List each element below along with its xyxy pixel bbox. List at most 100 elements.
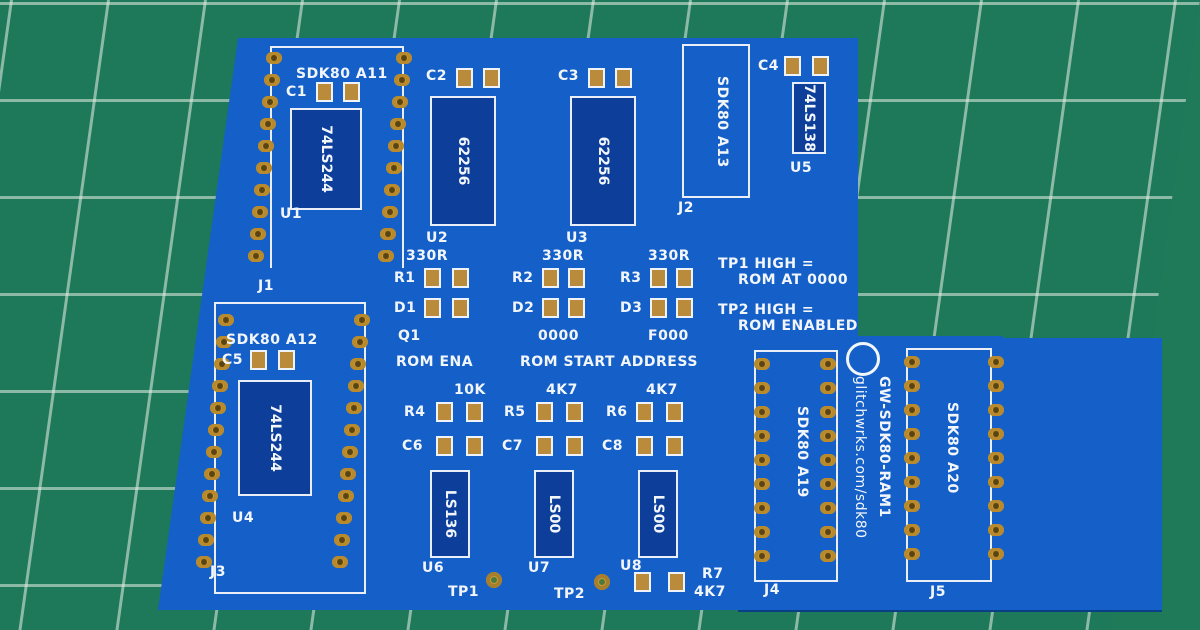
u5-ref: U5 xyxy=(790,160,813,176)
r4-pad xyxy=(436,402,453,422)
c6-pad xyxy=(436,436,453,456)
c1-pad xyxy=(343,82,360,102)
board-url: glitchwrks.com/sdk80 xyxy=(852,376,868,539)
r3-value: 330R xyxy=(648,248,691,264)
q1-ref: Q1 xyxy=(398,328,421,344)
u6-chip: LS136 xyxy=(430,470,470,558)
r7-value: 4K7 xyxy=(694,584,726,600)
c3-pad xyxy=(588,68,605,88)
c4-pad xyxy=(812,56,829,76)
c4-pad xyxy=(784,56,801,76)
tp1-ref: TP1 xyxy=(448,584,480,600)
r4-value: 10K xyxy=(454,382,486,398)
d2-pad xyxy=(568,298,585,318)
r7-pad xyxy=(634,572,651,592)
pcb-right-extension xyxy=(738,338,1162,610)
j4-label: SDK80 A19 xyxy=(794,406,810,498)
d1-pad xyxy=(452,298,469,318)
header-j4-outline xyxy=(754,350,838,582)
r2-pad xyxy=(542,268,559,288)
c2-ref: C2 xyxy=(426,68,448,84)
c8-pad xyxy=(636,436,653,456)
r4-ref: R4 xyxy=(404,404,426,420)
u1-chip: 74LS244 xyxy=(290,108,362,210)
c8-ref: C8 xyxy=(602,438,624,454)
tp1-note-line1: TP1 HIGH = xyxy=(718,256,815,272)
c7-pad xyxy=(536,436,553,456)
d3-pad xyxy=(650,298,667,318)
u1-ref: U1 xyxy=(280,206,303,222)
j5-label: SDK80 A20 xyxy=(944,402,960,494)
label-0000: 0000 xyxy=(538,328,579,344)
c7-ref: C7 xyxy=(502,438,524,454)
c4-ref: C4 xyxy=(758,58,780,74)
u2-chip: 62256 xyxy=(430,96,496,226)
c5-pad xyxy=(278,350,295,370)
c5-ref: C5 xyxy=(222,352,244,368)
tp2-note-line1: TP2 HIGH = xyxy=(718,302,815,318)
c3-pad xyxy=(615,68,632,88)
r1-pad xyxy=(452,268,469,288)
r5-value: 4K7 xyxy=(546,382,578,398)
c6-ref: C6 xyxy=(402,438,424,454)
j2-label: SDK80 A13 xyxy=(714,76,730,168)
u3-chip: 62256 xyxy=(570,96,636,226)
r3-ref: R3 xyxy=(620,270,642,286)
u8-ref: U8 xyxy=(620,558,643,574)
c8-pad xyxy=(666,436,683,456)
header-j5-outline xyxy=(906,348,992,582)
j1-ref: J1 xyxy=(258,278,274,294)
tp2-note-line2: ROM ENABLED xyxy=(738,318,858,334)
r6-value: 4K7 xyxy=(646,382,678,398)
r6-ref: R6 xyxy=(606,404,628,420)
header-j2-outline xyxy=(682,44,750,198)
r5-pad xyxy=(566,402,583,422)
r2-ref: R2 xyxy=(512,270,534,286)
c3-ref: C3 xyxy=(558,68,580,84)
label-rom-ena: ROM ENA xyxy=(396,354,474,370)
d3-ref: D3 xyxy=(620,300,643,316)
r5-ref: R5 xyxy=(504,404,526,420)
r6-pad xyxy=(666,402,683,422)
label-rom-start-address: ROM START ADDRESS xyxy=(520,354,698,370)
tp1-note-line2: ROM AT 0000 xyxy=(738,272,849,288)
pcb-board: SDK80 A11 J1 C1 74LS244 U1 C2 62256 U2 C… xyxy=(158,38,1162,610)
r2-pad xyxy=(568,268,585,288)
c7-pad xyxy=(566,436,583,456)
d3-pad xyxy=(676,298,693,318)
c1-pad xyxy=(316,82,333,102)
u4-chip: 74LS244 xyxy=(238,380,312,496)
d1-ref: D1 xyxy=(394,300,417,316)
board-name: GW-SDK80-RAM1 xyxy=(876,376,892,518)
u3-ref: U3 xyxy=(566,230,589,246)
u7-ref: U7 xyxy=(528,560,551,576)
d2-ref: D2 xyxy=(512,300,535,316)
label-f000: F000 xyxy=(648,328,689,344)
d1-pad xyxy=(424,298,441,318)
header-j1-outline xyxy=(270,46,404,268)
j1-label: SDK80 A11 xyxy=(296,66,388,82)
c5-pad xyxy=(250,350,267,370)
j2-ref: J2 xyxy=(678,200,694,216)
r7-ref: R7 xyxy=(702,566,724,582)
j5-ref: J5 xyxy=(930,584,946,600)
glitchworks-logo-icon xyxy=(846,342,880,376)
r1-value: 330R xyxy=(406,248,449,264)
tp1-pad xyxy=(486,572,502,588)
j3-label: SDK80 A12 xyxy=(226,332,318,348)
j3-ref: J3 xyxy=(210,564,226,580)
u8-chip: LS00 xyxy=(638,470,678,558)
c2-pad xyxy=(483,68,500,88)
c1-ref: C1 xyxy=(286,84,308,100)
r3-pad xyxy=(650,268,667,288)
r7-pad xyxy=(668,572,685,592)
tp2-ref: TP2 xyxy=(554,586,586,602)
d2-pad xyxy=(542,298,559,318)
u6-ref: U6 xyxy=(422,560,445,576)
u7-chip: LS00 xyxy=(534,470,574,558)
u5-chip: 74LS138 xyxy=(792,82,826,154)
c6-pad xyxy=(466,436,483,456)
r6-pad xyxy=(636,402,653,422)
r5-pad xyxy=(536,402,553,422)
u4-ref: U4 xyxy=(232,510,255,526)
